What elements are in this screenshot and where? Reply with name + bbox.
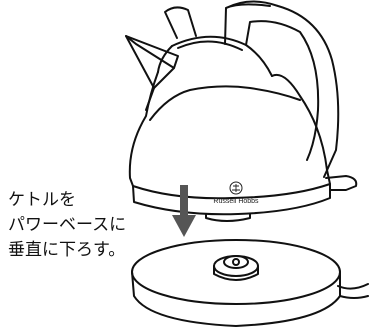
instruction-text: ケトルを パワーベースに 垂直に下ろす。 [8,188,178,263]
base-connector [213,255,259,281]
power-base [131,239,369,327]
kettle-body [128,71,358,222]
down-arrow-icon [172,185,196,237]
kettle-handle [164,0,340,178]
brand-label: Russell Hobbs [213,198,259,205]
instruction-line-2: パワーベースに [8,215,127,235]
russell-hobbs-logo-icon [229,181,243,195]
instruction-line-1: ケトルを [8,190,76,210]
kettle-lid [157,35,273,77]
instruction-line-3: 垂直に下ろす。 [8,240,126,260]
